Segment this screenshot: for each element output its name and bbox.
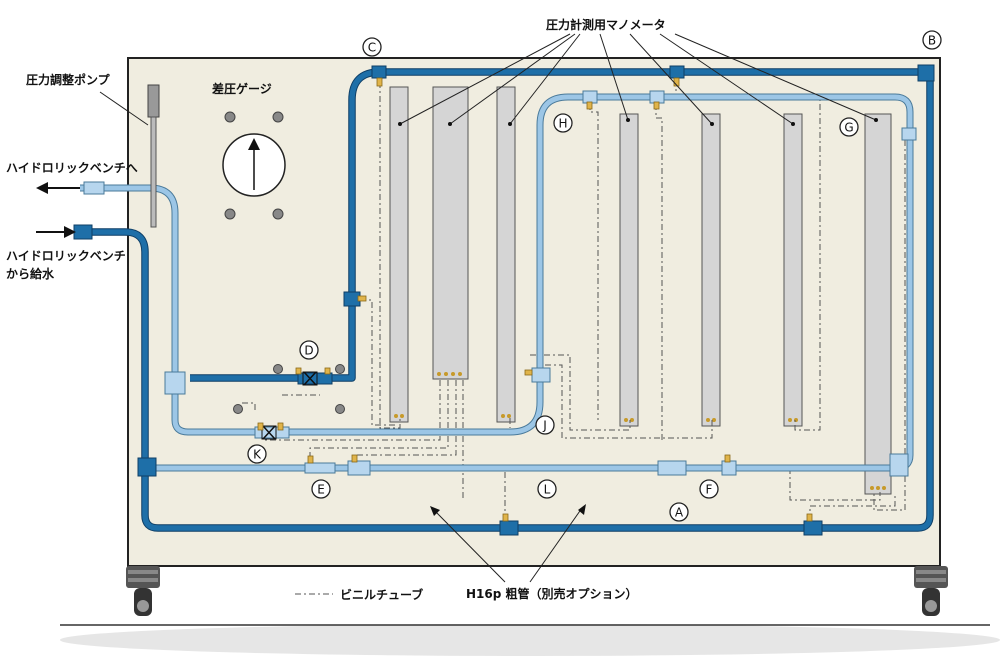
from-bench-arrow-icon bbox=[36, 226, 76, 238]
svg-text:C: C bbox=[368, 41, 376, 55]
pump-handle[interactable] bbox=[147, 84, 160, 118]
to-bench-arrow-icon bbox=[36, 182, 80, 194]
marker-e: E bbox=[311, 479, 331, 499]
tee-fitting-top bbox=[669, 65, 685, 79]
manometer-leaders bbox=[398, 33, 878, 126]
pump-label: 圧力調整ポンプ bbox=[26, 72, 111, 87]
svg-text:A: A bbox=[675, 506, 684, 520]
manometer-tube-3 bbox=[496, 86, 516, 423]
manometer-tube-4 bbox=[619, 113, 639, 427]
manometer-label: 圧力計測用マノメータ bbox=[546, 17, 666, 32]
pressure-tap bbox=[277, 422, 284, 431]
pressure-tap bbox=[357, 295, 367, 302]
svg-text:G: G bbox=[844, 121, 853, 135]
marker-l: L bbox=[537, 479, 557, 499]
fitting-j bbox=[531, 367, 551, 383]
manometer-tube-6 bbox=[783, 113, 803, 427]
marker-d: D bbox=[299, 340, 319, 360]
valve-k[interactable] bbox=[254, 425, 290, 440]
svg-text:H: H bbox=[558, 117, 567, 131]
svg-text:D: D bbox=[304, 344, 313, 358]
tee-fitting-bottom-1 bbox=[499, 520, 519, 536]
pressure-tap bbox=[806, 513, 813, 522]
fitting-b-corner bbox=[917, 64, 935, 82]
marker-h: H bbox=[553, 113, 573, 133]
marker-c: C bbox=[362, 37, 382, 57]
svg-text:L: L bbox=[544, 483, 551, 497]
pressure-tap bbox=[295, 367, 302, 375]
marker-a: A bbox=[669, 502, 689, 522]
pressure-tap bbox=[351, 454, 358, 463]
fitting-h-1 bbox=[582, 90, 598, 104]
pressure-tap bbox=[502, 513, 509, 522]
diff-gauge-label: 差圧ゲージ bbox=[211, 81, 272, 96]
from-bench-label-1: ハイドロリックベンチ bbox=[6, 249, 126, 263]
manometer-tube-1 bbox=[389, 86, 409, 423]
marker-k: K bbox=[247, 444, 267, 464]
fitting-f bbox=[721, 460, 737, 476]
junction-fitting bbox=[164, 371, 186, 395]
marker-g: G bbox=[839, 117, 859, 137]
pressure-tap bbox=[524, 369, 533, 376]
pressure-tap bbox=[586, 101, 593, 110]
fitting-h-2 bbox=[649, 90, 665, 104]
pump-rod bbox=[150, 116, 157, 228]
tee-fitting-bottom-2 bbox=[803, 520, 823, 536]
pressure-tap bbox=[307, 455, 314, 464]
floor-shadow bbox=[60, 624, 1000, 656]
return-and-test-pipes-light bbox=[80, 93, 914, 472]
vinyl-tube-label: ビニルチューブ bbox=[340, 587, 423, 602]
manometer-tube-7 bbox=[864, 113, 892, 495]
manometer-tube-5 bbox=[701, 113, 721, 427]
coarse-pipe-label: H16p 粗管（別売オプション） bbox=[466, 586, 638, 601]
marker-b: B bbox=[922, 30, 942, 50]
outlet-fitting bbox=[83, 181, 105, 195]
pressure-tap bbox=[324, 367, 331, 375]
panel-bolts bbox=[224, 111, 345, 414]
svg-text:B: B bbox=[928, 34, 936, 48]
svg-text:K: K bbox=[253, 448, 262, 462]
svg-text:J: J bbox=[542, 419, 547, 433]
valve-d[interactable] bbox=[297, 371, 333, 386]
inlet-fitting bbox=[73, 224, 93, 240]
caster-left bbox=[126, 566, 160, 616]
svg-text:E: E bbox=[317, 483, 325, 497]
fitting-e bbox=[347, 460, 371, 476]
pressure-tap bbox=[724, 454, 731, 463]
manometer-tube-2 bbox=[432, 86, 469, 380]
caster-right bbox=[914, 566, 948, 616]
supply-pipe-dark bbox=[80, 68, 934, 532]
coarse-pipe-leaders bbox=[430, 504, 586, 583]
to-bench-label: ハイドロリックベンチへ bbox=[6, 161, 138, 175]
pressure-tap bbox=[376, 77, 383, 87]
from-bench-label-2: から給水 bbox=[6, 266, 55, 281]
sample-pipe-e bbox=[304, 462, 336, 474]
fitting-c bbox=[371, 65, 387, 79]
fitting-a-bend bbox=[657, 460, 687, 476]
marker-f: F bbox=[699, 479, 719, 499]
differential-pressure-gauge bbox=[222, 133, 286, 197]
svg-text:F: F bbox=[706, 483, 713, 497]
marker-j: J bbox=[535, 415, 555, 435]
pressure-tap bbox=[257, 422, 264, 431]
fitting-right-lower bbox=[889, 453, 909, 477]
fitting-g bbox=[901, 127, 917, 141]
tee-fitting-left-lower bbox=[137, 457, 157, 477]
pressure-tap bbox=[653, 101, 660, 110]
